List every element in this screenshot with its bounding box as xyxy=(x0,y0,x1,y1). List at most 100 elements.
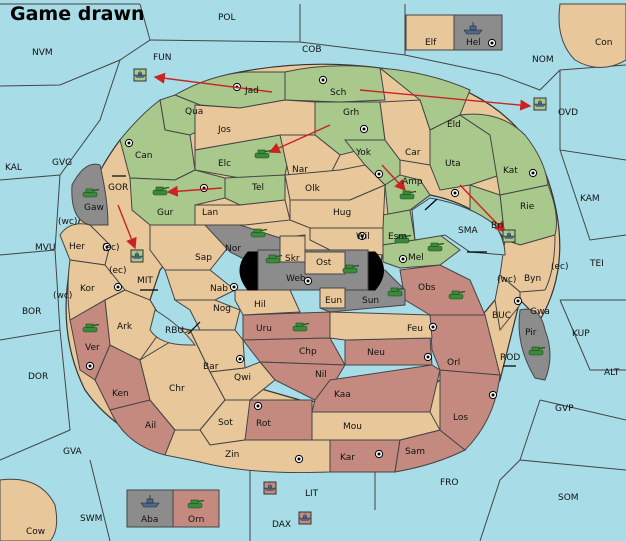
label-Car: Car xyxy=(405,148,421,158)
label-Yok: Yok xyxy=(355,148,372,158)
label-Neu: Neu xyxy=(367,348,385,358)
label-Sam: Sam xyxy=(405,447,425,457)
fleet-icon[interactable] xyxy=(133,68,147,82)
label-Jad: Jad xyxy=(244,86,259,96)
fleet-icon[interactable] xyxy=(533,97,547,111)
fleet-icon[interactable] xyxy=(130,249,144,263)
region-Sap[interactable] xyxy=(149,224,231,271)
region-Mou[interactable] xyxy=(311,411,441,441)
fleet-icon[interactable] xyxy=(298,511,312,525)
label-Eld: Eld xyxy=(447,120,461,130)
region-Ost-box xyxy=(304,251,346,275)
coast-connectors xyxy=(112,175,516,367)
label-Kaa: Kaa xyxy=(334,390,351,400)
label-Can: Can xyxy=(135,151,153,161)
label-Hel: Hel xyxy=(466,38,481,48)
label-GOR: GOR xyxy=(108,183,128,193)
label-Chr: Chr xyxy=(169,384,185,394)
region-Byn[interactable] xyxy=(499,234,556,293)
region-Orn[interactable] xyxy=(172,489,220,528)
label-Skr: Skr xyxy=(285,254,300,264)
label-KAL: KAL xyxy=(5,163,22,173)
fleet-icon[interactable] xyxy=(263,481,277,495)
label-DOR: DOR xyxy=(28,372,48,382)
label-Ark: Ark xyxy=(117,322,133,332)
label-Aba: Aba xyxy=(141,515,158,525)
label-SMA: SMA xyxy=(458,226,478,236)
label-Grh: Grh xyxy=(343,108,359,118)
label-Hil: Hil xyxy=(254,300,266,310)
label-Rot: Rot xyxy=(256,419,271,429)
coast-markers: (wc) (ec) (ec) (wc) (wc) (ec) xyxy=(53,217,569,301)
label-Cow: Cow xyxy=(26,527,45,537)
label-GVA: GVA xyxy=(63,447,83,457)
region-Neu[interactable] xyxy=(344,337,433,366)
sea-borders xyxy=(0,3,626,541)
region-Her[interactable] xyxy=(59,223,111,266)
label-DAX: DAX xyxy=(272,520,291,530)
label-Gaw: Gaw xyxy=(84,203,104,213)
label-KUP: KUP xyxy=(572,329,590,339)
label-POL: POL xyxy=(218,13,236,23)
label-Nog: Nog xyxy=(213,304,231,314)
fleet-icon[interactable] xyxy=(502,229,516,243)
label-ROD: ROD xyxy=(500,353,520,363)
region-Pir[interactable] xyxy=(518,308,551,381)
region-Los[interactable] xyxy=(439,369,501,451)
label-Sch: Sch xyxy=(330,88,346,98)
label-Mou: Mou xyxy=(343,422,362,432)
coast-marker: (wc) xyxy=(53,291,72,301)
label-NVM: NVM xyxy=(32,48,53,58)
region-Gur[interactable] xyxy=(129,169,226,226)
label-Hug: Hug xyxy=(333,208,351,218)
label-Nab: Nab xyxy=(210,284,228,294)
label-GVG: GVG xyxy=(52,158,72,168)
label-Nor: Nor xyxy=(225,244,241,254)
label-Obs: Obs xyxy=(418,283,436,293)
label-Uru: Uru xyxy=(256,324,272,334)
label-MVU: MVU xyxy=(35,243,56,253)
label-TEI: TEI xyxy=(589,259,604,269)
sea-labels: POL NVM FUN COB NOM Con OVD KAL GVG GOR … xyxy=(5,13,620,530)
region-Sch[interactable] xyxy=(284,65,386,103)
region-Car[interactable] xyxy=(379,99,431,166)
label-Sun: Sun xyxy=(362,296,379,306)
region-Zin[interactable] xyxy=(164,429,331,474)
label-Qwi: Qwi xyxy=(234,373,251,383)
region-Nab[interactable] xyxy=(164,269,236,301)
label-Byn: Byn xyxy=(524,274,541,284)
label-NOM: NOM xyxy=(532,55,554,65)
region-Cow[interactable] xyxy=(0,478,58,541)
label-BUC: BUC xyxy=(492,311,511,321)
region-RBU[interactable] xyxy=(149,309,197,346)
label-Con: Con xyxy=(595,38,613,48)
label-Ver: Ver xyxy=(85,343,100,353)
neutral-territories xyxy=(59,99,556,474)
units xyxy=(82,21,547,525)
coast-marker: (wc) xyxy=(58,217,77,227)
region-Hil[interactable] xyxy=(234,289,301,316)
label-Kor: Kor xyxy=(80,284,95,294)
label-Olk: Olk xyxy=(305,184,321,194)
label-Bar: Bar xyxy=(203,362,219,372)
label-Kar: Kar xyxy=(340,453,355,463)
coast-marker: (ec) xyxy=(109,266,127,276)
label-Los: Los xyxy=(453,413,468,423)
label-OVD: OVD xyxy=(558,108,578,118)
region-Con[interactable] xyxy=(558,3,626,68)
region-Gwa[interactable] xyxy=(494,274,521,332)
label-Ail: Ail xyxy=(145,421,156,431)
label-Pir: Pir xyxy=(525,328,537,338)
label-Kat: Kat xyxy=(503,166,518,176)
label-Eun: Eun xyxy=(325,296,342,306)
label-SWM: SWM xyxy=(80,514,102,524)
label-Nar: Nar xyxy=(292,165,308,175)
label-Tel: Tel xyxy=(251,183,264,193)
label-Nil: Nil xyxy=(315,370,327,380)
region-Elf[interactable] xyxy=(405,14,455,51)
region-Feu[interactable] xyxy=(329,311,433,341)
label-Orn: Orn xyxy=(188,515,204,525)
region-Eun-box xyxy=(319,287,346,309)
region-Jos[interactable] xyxy=(194,99,316,151)
